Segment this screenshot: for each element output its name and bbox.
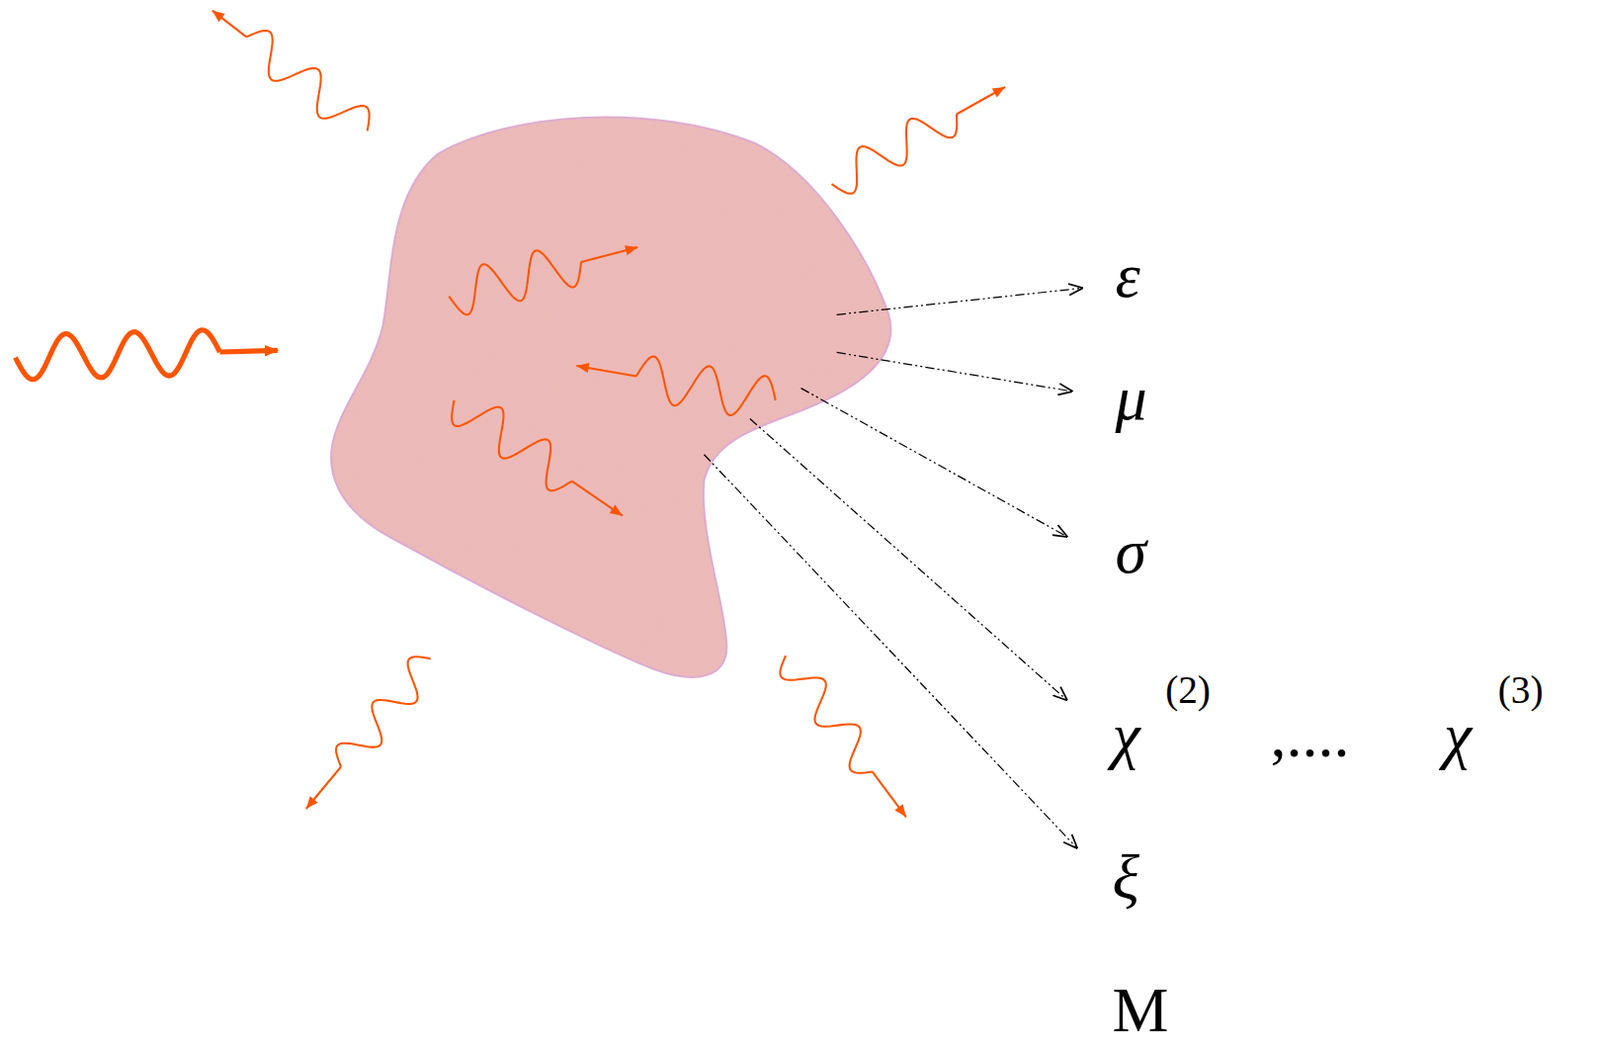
wave-group [14, 10, 1006, 818]
wave-arrow [14, 330, 277, 380]
conductivity-symbol: σ [1115, 519, 1148, 584]
wave-tail [572, 481, 623, 516]
material-blob [331, 117, 891, 677]
wave-line [832, 113, 958, 193]
wave-line [451, 400, 573, 491]
wave-tail [219, 349, 277, 352]
leader-arrow [837, 287, 1083, 315]
chirality-symbol: ξ [1111, 845, 1139, 910]
wave-line [14, 330, 220, 380]
susceptibility-symbol: χ [1111, 703, 1140, 767]
wave-line [636, 356, 776, 417]
order-superscript: (2) [1165, 670, 1211, 709]
wave-head [624, 245, 638, 255]
wave-arrow [779, 655, 906, 817]
wave-tail [956, 86, 1006, 114]
permeability-symbol: μ [1115, 366, 1148, 430]
wave-line [779, 655, 872, 773]
wave-arrow [306, 656, 431, 809]
wave-line [246, 30, 369, 131]
leader-arrow [750, 419, 1067, 700]
wave-head [894, 803, 907, 817]
wave-head [576, 362, 590, 373]
wave-arrow [451, 400, 623, 516]
wave-head [992, 86, 1006, 98]
leader-group [703, 287, 1082, 847]
wave-line [336, 656, 431, 766]
wave-head [609, 504, 623, 515]
wave-line [448, 250, 582, 315]
wave-head [212, 10, 226, 23]
wave-head [306, 795, 319, 809]
susceptibility-symbol: χ [1443, 703, 1472, 767]
wave-tail [306, 766, 341, 809]
symbol: M [1111, 978, 1169, 1042]
wave-tail [872, 771, 907, 818]
wave-arrow [832, 86, 1007, 194]
wave-arrow [448, 245, 638, 315]
wave-tail [212, 10, 248, 38]
wave-arrow [212, 10, 370, 132]
order-superscript: (3) [1498, 670, 1544, 709]
leader-arrow [801, 388, 1067, 537]
permittivity-symbol: ε [1115, 244, 1141, 308]
leader-arrow [703, 454, 1077, 848]
wave-arrow [576, 356, 775, 417]
leader-arrow [837, 351, 1072, 391]
ellipsis: ,.... [1269, 703, 1349, 767]
